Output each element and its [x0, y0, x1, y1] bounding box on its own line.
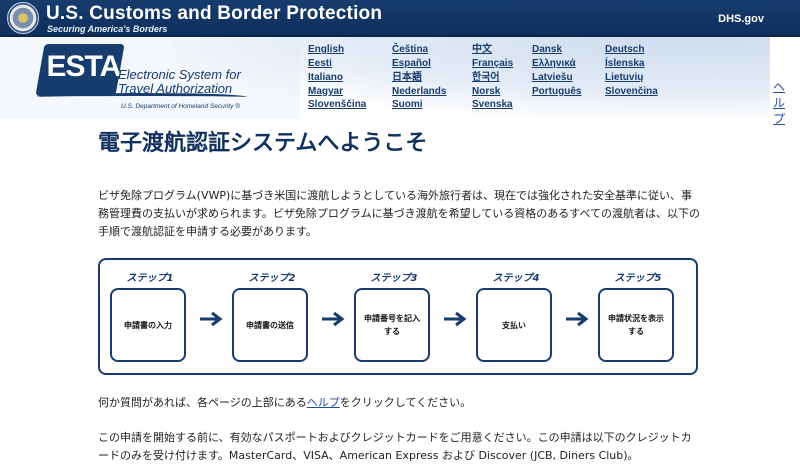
arrow-right-icon: [566, 311, 589, 327]
lang-greek[interactable]: Ελληνικά: [532, 58, 576, 69]
lang-icelandic[interactable]: Íslenska: [605, 58, 645, 69]
arrow-right-icon: [444, 311, 467, 327]
dhs-gov-link[interactable]: DHS.gov: [718, 13, 764, 25]
intro-paragraph: ビザ免除プログラム(VWP)に基づき米国に渡航しようとしている海外旅行者は、現在…: [98, 189, 701, 238]
banner-swoosh: [170, 37, 770, 119]
lang-latvian[interactable]: Latviešu: [532, 72, 573, 83]
step-3-label: ステップ3: [370, 273, 418, 284]
system-name-line1: Electronic System for: [118, 67, 241, 82]
page-title: 電子渡航認証システムへようこそ: [98, 131, 428, 156]
cbp-header-bar: U.S. Customs and Border Protection Secur…: [0, 0, 800, 37]
lang-slovenian[interactable]: Slovenščina: [308, 99, 367, 110]
dhs-seal-icon: [7, 2, 39, 34]
lang-portuguese[interactable]: Português: [532, 86, 582, 97]
system-name: Electronic System for Travel Authorizati…: [118, 68, 241, 96]
lang-danish[interactable]: Dansk: [532, 44, 563, 55]
lang-chinese[interactable]: 中文: [472, 44, 492, 55]
lang-finnish[interactable]: Suomi: [392, 99, 423, 110]
system-name-line2: Travel Authorization: [118, 81, 233, 96]
agency-title: U.S. Customs and Border Protection: [46, 3, 383, 24]
step-2-label: ステップ2: [248, 273, 296, 284]
step-1-box[interactable]: 申請書の入力: [110, 288, 186, 362]
step-4-box[interactable]: 支払い: [476, 288, 552, 362]
step-4-label: ステップ4: [492, 273, 540, 284]
arrow-right-icon: [322, 311, 345, 327]
lang-slovak[interactable]: Slovenčina: [605, 86, 658, 97]
esta-logo-swoosh: [37, 93, 247, 101]
step-3-box[interactable]: 申請番号を記入する: [354, 288, 430, 362]
payment-paragraph: この申請を開始する前に、有効なパスポートおよびクレジットカードをご用意ください。…: [98, 431, 692, 462]
lang-spanish[interactable]: Español: [392, 58, 431, 69]
lang-czech[interactable]: Čeština: [392, 44, 429, 55]
lang-english[interactable]: English: [308, 44, 345, 55]
step-2-box[interactable]: 申請書の送信: [232, 288, 308, 362]
lang-german[interactable]: Deutsch: [605, 44, 645, 55]
department-name: U.S. Department of Homeland Security ®: [121, 103, 240, 110]
lang-hungarian[interactable]: Magyar: [308, 86, 344, 97]
help-text-after: をクリックしてください。: [339, 396, 472, 409]
step-1-label: ステップ1: [126, 273, 174, 284]
esta-logo[interactable]: ESTA: [35, 44, 125, 96]
arrow-right-icon: [200, 311, 223, 327]
help-link-inline[interactable]: ヘルプ: [306, 396, 340, 409]
lang-italian[interactable]: Italiano: [308, 72, 344, 83]
step-5-box[interactable]: 申請状況を表示する: [598, 288, 674, 362]
lang-estonian[interactable]: Eesti: [308, 58, 332, 69]
lang-french[interactable]: Français: [472, 58, 514, 69]
esta-logo-text: ESTA: [46, 50, 121, 83]
help-paragraph: 何か質問があれば、各ページの上部にあるヘルプをクリックしてください。: [98, 394, 708, 412]
lang-lithuanian[interactable]: Lietuvių: [605, 72, 644, 83]
step-5-label: ステップ5: [614, 273, 662, 284]
help-text-before: 何か質問があれば、各ページの上部にある: [98, 396, 307, 409]
lang-dutch[interactable]: Nederlands: [392, 86, 447, 97]
lang-norwegian[interactable]: Norsk: [472, 86, 501, 97]
lang-swedish[interactable]: Svenska: [472, 99, 513, 110]
help-link-side[interactable]: ヘルプ: [773, 80, 786, 126]
agency-tagline: Securing America's Borders: [47, 24, 168, 34]
lang-korean[interactable]: 한국어: [472, 72, 500, 83]
lang-japanese[interactable]: 日本語: [392, 72, 422, 83]
